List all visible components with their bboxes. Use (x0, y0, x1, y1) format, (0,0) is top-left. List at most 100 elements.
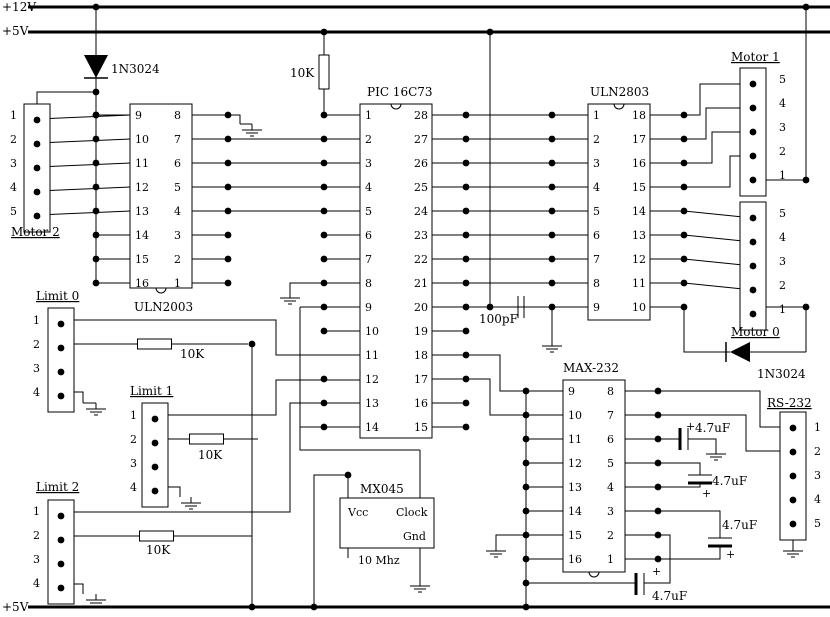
junction-dot (548, 111, 556, 119)
max232-chip (562, 379, 626, 573)
junction-dot (548, 231, 556, 239)
wire (683, 307, 730, 353)
max232-pin-number: 9 (568, 385, 575, 398)
uln2003-pin-number: 7 (174, 133, 181, 146)
ground-symbol (242, 124, 262, 137)
pic-pin-number: 8 (365, 277, 372, 290)
junction-dot (522, 459, 530, 467)
max232-pin-number: 10 (568, 409, 582, 422)
uln2803-pin-number: 1 (593, 109, 600, 122)
junction-dot (548, 135, 556, 143)
junction-dot (462, 327, 470, 335)
pic-pin-number: 4 (365, 181, 372, 194)
uln2803-pin-number: 14 (632, 205, 646, 218)
motor1-pin-number: 2 (779, 145, 786, 158)
junction-dot (224, 231, 232, 239)
max232-pin-number: 4 (607, 481, 614, 494)
limit2-resistor-label: 10K (146, 543, 171, 557)
junction-dot (92, 207, 100, 215)
junction-dot (749, 152, 757, 160)
junction-dot (654, 507, 662, 515)
junction-dot (789, 520, 797, 528)
pic-pin-number: 19 (414, 325, 428, 338)
pic-pin-number: 18 (414, 349, 428, 362)
rail-5v-top-label: +5V (2, 24, 29, 38)
motor2-pin-number: 3 (10, 157, 17, 170)
junction-dot (57, 584, 65, 592)
junction-dot (151, 415, 159, 423)
osc-gnd-label: Gnd (403, 530, 426, 543)
uln2003-pin-number: 16 (135, 277, 149, 290)
junction-dot (789, 424, 797, 432)
limit0-pin-number: 2 (33, 338, 40, 351)
cap-1-polarity: + (686, 420, 695, 433)
pic-pin-number: 6 (365, 229, 372, 242)
junction-dots (33, 3, 810, 611)
junction-dot (680, 135, 688, 143)
pic-pin-number: 7 (365, 253, 372, 266)
max232-chip-name: MAX-232 (563, 361, 619, 375)
junction-dot (654, 555, 662, 563)
junction-dot (57, 560, 65, 568)
pic-pin-number: 11 (365, 349, 379, 362)
junction-dot (522, 579, 530, 587)
pic-pin-number: 14 (365, 421, 379, 434)
limit0-resistor (137, 338, 172, 350)
uln2803-pin-number: 6 (593, 229, 600, 242)
motor1-label: Motor 1 (731, 50, 780, 64)
junction-dot (57, 344, 65, 352)
motor0-pin-number: 3 (779, 255, 786, 268)
uln2803-pin-number: 17 (632, 133, 646, 146)
uln2003-chip (129, 103, 193, 289)
junction-dot (224, 159, 232, 167)
junction-dot (224, 255, 232, 263)
junction-dot (680, 159, 688, 167)
uln2003-pin-number: 1 (174, 277, 181, 290)
junction-dot (789, 448, 797, 456)
pic-pin-number: 21 (414, 277, 428, 290)
junction-dot (224, 279, 232, 287)
rs232-pin-number: 1 (814, 421, 821, 434)
pic-pin-number: 9 (365, 301, 372, 314)
ground-symbol (280, 292, 300, 305)
wire (658, 390, 793, 428)
max232-pin-number: 16 (568, 553, 582, 566)
pic-pin-number: 28 (414, 109, 428, 122)
wire (36, 186, 131, 192)
wire (313, 474, 348, 607)
ground-symbol (783, 545, 803, 558)
max232-chip-notch (588, 571, 600, 578)
junction-dot (320, 135, 328, 143)
junction-dot (548, 279, 556, 287)
junction-dot (462, 159, 470, 167)
junction-dot (462, 207, 470, 215)
junction-dot (680, 207, 688, 215)
uln2003-pin-number: 9 (135, 109, 142, 122)
junction-dot (92, 183, 100, 191)
limit2-pin-number: 3 (33, 553, 40, 566)
junction-dot (789, 472, 797, 480)
junction-dot (654, 411, 662, 419)
pic-pin-number: 5 (365, 205, 372, 218)
rs232-pin-number: 2 (814, 445, 821, 458)
junction-dot (522, 435, 530, 443)
junction-dot (320, 303, 328, 311)
junction-dot (749, 176, 757, 184)
wire (323, 89, 360, 116)
wire (299, 427, 420, 451)
junction-dot (57, 392, 65, 400)
limit1-pin-number: 3 (130, 457, 137, 470)
junction-dot (462, 255, 470, 263)
junction-dot (320, 28, 328, 36)
max232-pin-number: 14 (568, 505, 582, 518)
motor1-pin-number: 3 (779, 121, 786, 134)
motor2-label: Motor 2 (11, 225, 60, 239)
diode-top-body (84, 55, 108, 78)
osc-cap-label: 100pF (479, 312, 518, 326)
junction-dot (548, 159, 556, 167)
wire (684, 131, 753, 164)
junction-dot (344, 471, 352, 479)
uln2803-pin-number: 2 (593, 133, 600, 146)
limit1-pin-number: 1 (130, 409, 137, 422)
junction-dot (654, 531, 662, 539)
